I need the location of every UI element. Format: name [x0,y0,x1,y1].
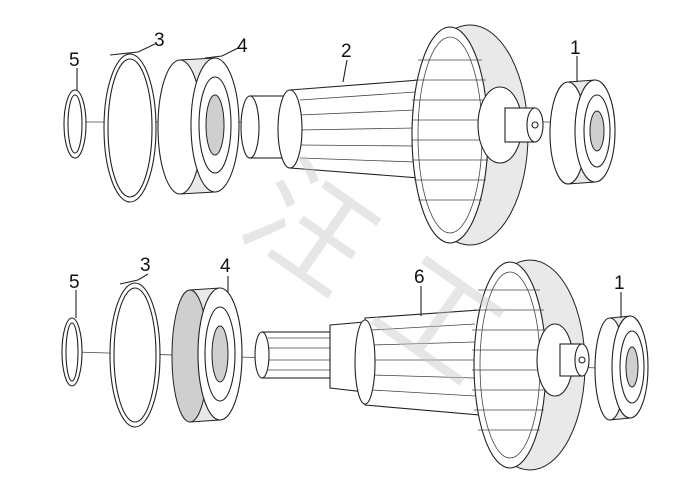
bottom-snap-ring [61,317,83,387]
bottom-gear-shaft-6 [254,259,590,471]
bottom-label-1: 1 [614,273,625,294]
bottom-label-6: 6 [414,267,425,288]
top-gear-shaft-2 [240,24,544,246]
top-label-5: 5 [69,50,80,71]
top-label-4: 4 [237,36,248,57]
top-retaining-ring [103,53,157,203]
top-label-2: 2 [341,41,352,62]
bottom-label-4: 4 [220,256,231,277]
bottom-retaining-ring [109,282,161,428]
bottom-bearing-4 [171,287,243,423]
bottom-label-3: 3 [140,255,151,276]
top-assembly: 5 3 4 2 1 [63,24,616,246]
top-snap-ring [63,89,87,159]
top-label-1: 1 [570,38,581,59]
bottom-assembly: 5 3 4 6 1 [61,255,649,471]
top-bearing-4 [157,57,240,195]
bottom-bearing-1 [594,315,649,421]
top-bearing-1 [549,79,616,185]
top-label-3: 3 [154,30,165,51]
bottom-label-5: 5 [69,272,80,293]
